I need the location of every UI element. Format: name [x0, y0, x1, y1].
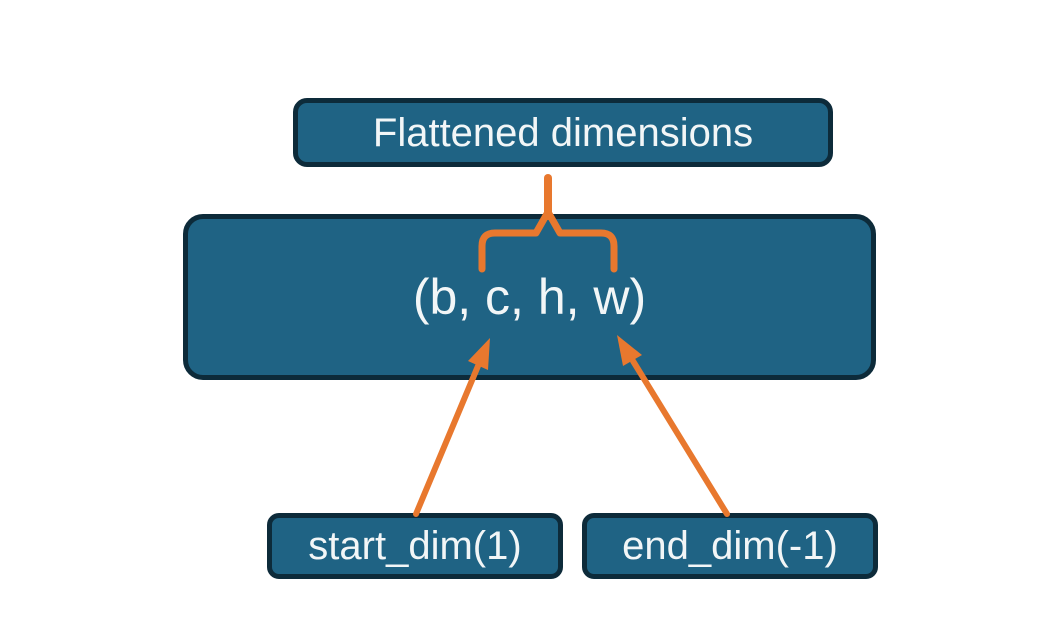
- start-dim-node: start_dim(1): [267, 513, 563, 579]
- end-dim-label: end_dim(-1): [622, 524, 838, 568]
- flattened-dimensions-label: Flattened dimensions: [372, 110, 754, 155]
- end-dim-node: end_dim(-1): [582, 513, 878, 579]
- tensor-shape-node: (b, c, h, w): [183, 214, 876, 380]
- tensor-shape-label: (b, c, h, w): [412, 269, 647, 325]
- start-dim-label: start_dim(1): [308, 524, 522, 568]
- flattened-dimensions-node: Flattened dimensions: [293, 98, 833, 167]
